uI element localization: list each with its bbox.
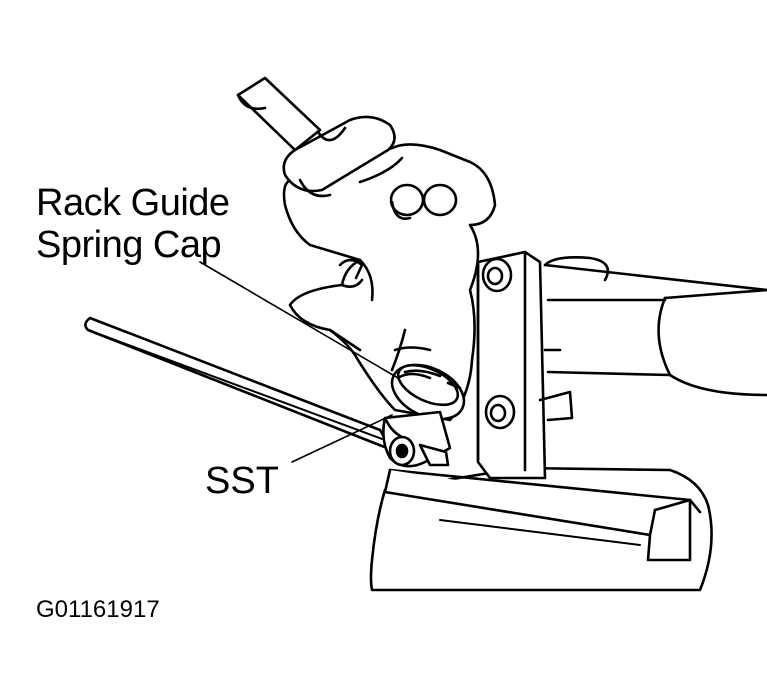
mounting-bracket — [476, 250, 574, 480]
input-shaft — [236, 76, 404, 198]
figure-id: G01161917 — [36, 596, 160, 623]
sst-socket — [382, 410, 452, 468]
leader-line-rack-guide — [199, 261, 399, 379]
label-rack-guide-line1: Rack Guide — [36, 182, 230, 224]
label-rack-guide-line2: Spring Cap — [36, 224, 222, 266]
leader-lines — [199, 261, 399, 463]
label-sst: SST — [205, 460, 279, 502]
rack-housing-tube — [543, 256, 767, 397]
sst-rod — [84, 316, 394, 452]
bench-vise — [369, 466, 713, 592]
housing-bolts — [389, 183, 458, 220]
leader-line-sst — [291, 414, 393, 463]
